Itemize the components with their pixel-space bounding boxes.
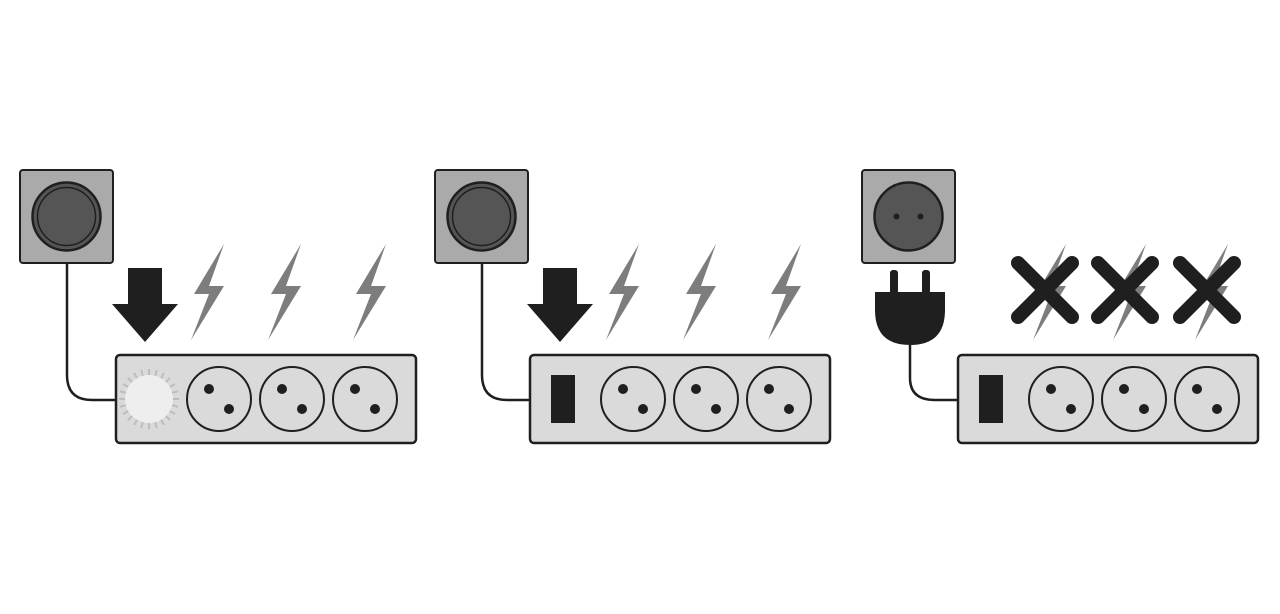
outlet-hole	[764, 384, 774, 394]
outlet-icon	[746, 366, 812, 432]
lightning-bolt-icon	[768, 244, 801, 340]
outlet-icon	[186, 366, 252, 432]
switch-icon	[979, 375, 1003, 423]
outlet-hole	[224, 404, 234, 414]
cross-icon	[1011, 256, 1079, 324]
switch-icon	[551, 375, 575, 423]
outlet-icon	[332, 366, 398, 432]
cross-icon	[1173, 256, 1241, 324]
outlet-hole	[277, 384, 287, 394]
outlet-hole	[1212, 404, 1222, 414]
socket-hole	[917, 213, 924, 220]
outlet-hole	[784, 404, 794, 414]
outlet-hole	[691, 384, 701, 394]
outlet-hole	[638, 404, 648, 414]
cable	[480, 212, 530, 402]
plug-icon	[875, 292, 945, 345]
plug-pin	[922, 270, 930, 294]
outlet-icon	[1174, 366, 1240, 432]
outlet-hole	[350, 384, 360, 394]
cable	[908, 345, 958, 402]
outlet-icon	[673, 366, 739, 432]
outlet-hole	[1066, 404, 1076, 414]
panel-plugged-in-switch-off	[434, 169, 832, 445]
panel-unplugged-no-power	[861, 169, 1260, 445]
cross-icon	[1091, 256, 1159, 324]
panel-plugged-in-switch-lit	[19, 169, 418, 445]
arrow-down-icon	[527, 268, 593, 342]
plug-pin	[890, 270, 898, 294]
lightning-bolt-icon	[191, 244, 224, 340]
outlet-hole	[1119, 384, 1129, 394]
outlet-hole	[297, 404, 307, 414]
outlet-hole	[204, 384, 214, 394]
outlet-icon	[1101, 366, 1167, 432]
outlet-hole	[618, 384, 628, 394]
socket-hole	[893, 213, 900, 220]
outlet-hole	[1046, 384, 1056, 394]
cable	[65, 212, 116, 402]
outlet-icon	[600, 366, 666, 432]
wall-socket-icon	[31, 181, 102, 252]
switch-icon	[125, 375, 173, 423]
lightning-bolt-icon	[353, 244, 386, 340]
lightning-bolt-icon	[268, 244, 301, 340]
lightning-bolt-icon	[683, 244, 716, 340]
wall-socket-icon	[446, 181, 517, 252]
outlet-icon	[1028, 366, 1094, 432]
outlet-hole	[711, 404, 721, 414]
outlet-hole	[370, 404, 380, 414]
wall-socket-icon	[873, 181, 944, 252]
arrow-down-icon	[112, 268, 178, 342]
outlet-hole	[1139, 404, 1149, 414]
plug-face	[36, 186, 97, 247]
plug-face	[451, 186, 512, 247]
lightning-bolt-icon	[606, 244, 639, 340]
outlet-icon	[259, 366, 325, 432]
outlet-hole	[1192, 384, 1202, 394]
